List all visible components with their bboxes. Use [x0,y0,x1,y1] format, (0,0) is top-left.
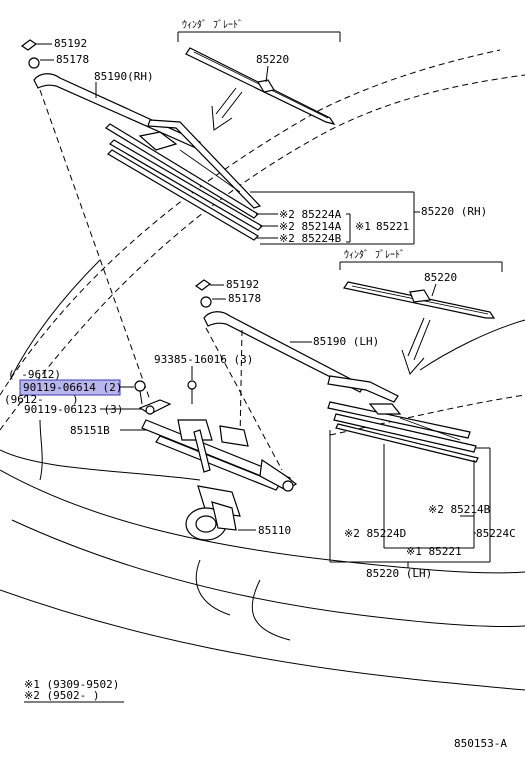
label-85151b: 85151B [70,424,110,437]
label-85214b: ※2 85214B [428,503,491,516]
wiper-arm-rh: 85190(RH) [33,70,262,209]
label-85110: 85110 [258,524,291,537]
left-bolt-labels: ( -9612) 90119-06614 (2) (9612- ) 90119-… [4,368,150,437]
label-85178-top: 85178 [56,53,89,66]
label-range-top: ( -9612) [8,368,61,381]
arrow-down-icon [401,317,431,375]
blade-assembly-lh [327,401,479,463]
mid-blade-title: ｳｨﾝﾀﾞ ﾌﾞﾚｰﾄﾞ [344,249,405,261]
mid-blade-box: ｳｨﾝﾀﾞ ﾌﾞﾚｰﾄﾞ 85220 [339,249,503,375]
label-85221-top-mark: ※1 [355,220,371,233]
label-85192-top: 85192 [54,37,87,50]
wiper-blade-top [185,47,336,125]
label-85221-bot: ※1 85221 [406,545,462,558]
label-range-bottom-left: (9612- [4,393,44,406]
top-nut-cap-parts: 85192 85178 [20,37,89,69]
top-blade-title: ｳｨﾝﾀﾞ ﾌﾞﾚｰﾄﾞ [182,19,243,31]
wiper-blade-mid [343,281,496,319]
wiper-arm-lh: 85190 (LH) [203,311,399,403]
bolt-icon [134,380,146,405]
note-1: ※1 (9309-9502) [24,678,119,691]
wiper-linkage [138,399,298,492]
label-85224c: 85224C [476,527,516,540]
label-90119-06614[interactable]: 90119-06614 (2) [23,381,122,394]
label-85220-mid: 85220 [424,271,457,284]
label-85224b: ※2 85224B [279,232,342,245]
assembly-dashed-leaders [39,89,283,471]
label-85214a: ※2 85214A [279,220,342,233]
label-93385: 93385-16016 (3) [154,353,253,366]
label-85221-top: 85221 [376,220,409,233]
wiper-motor: 85110 [185,485,291,541]
label-85220-lh: 85220 (LH) [366,567,432,580]
label-85178-mid: 85178 [228,292,261,305]
lh-part-callouts: ※2 85214B ※2 85224D 85224C ※1 85221 8522… [329,430,516,580]
label-90119-06123: 90119-06123 (3) [24,403,123,416]
label-85220-rh: 85220 (RH) [421,205,487,218]
rh-part-callouts: ※2 85224A ※2 85214A ※2 85224B ※1 85221 8… [250,191,487,245]
label-85190-lh: 85190 (LH) [313,335,379,348]
label-85224d: ※2 85224D [344,527,406,540]
label-93385-group: 93385-16016 (3) [154,353,253,404]
blade-assembly-rh [105,123,263,241]
notes-legend: ※1 (9309-9502) ※2 (9502- ) [24,678,124,703]
label-85220-top: 85220 [256,53,289,66]
label-range-bottom-right: ) [72,393,79,406]
label-85192-mid: 85192 [226,278,259,291]
label-85224a: ※2 85224A [279,208,342,221]
arrow-down-left-icon [211,87,243,131]
top-blade-box: ｳｨﾝﾀﾞ ﾌﾞﾚｰﾄﾞ 85220 [177,19,341,131]
mid-nut-cap-parts: 85192 85178 [194,278,261,308]
label-85190-rh: 85190(RH) [94,70,154,83]
diagram-id: 850153-A [454,737,507,750]
car-body-outline [0,49,525,691]
note-2: ※2 (9502- ) [24,689,99,702]
